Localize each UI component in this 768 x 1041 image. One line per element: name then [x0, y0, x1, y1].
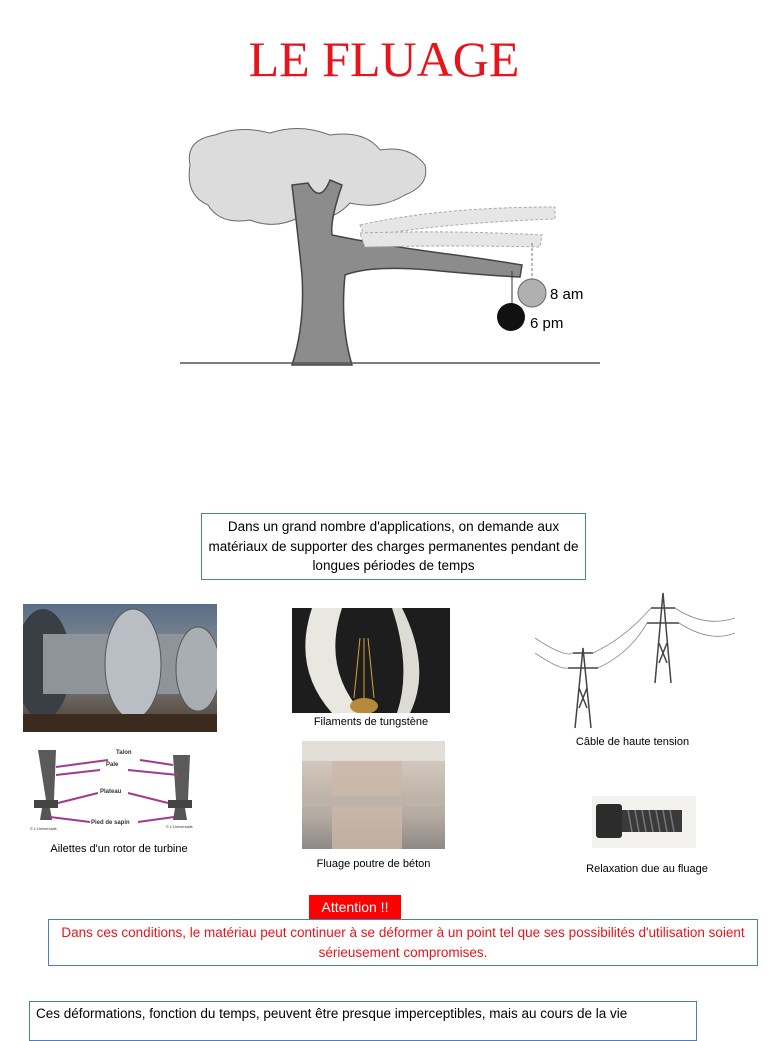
page-title: LE FLUAGE	[248, 31, 520, 87]
weight-6pm	[497, 303, 525, 331]
warning-box: Dans ces conditions, le matériau peut co…	[48, 919, 758, 966]
tree-trunk	[290, 179, 523, 366]
label-plateau: Plateau	[100, 789, 122, 795]
copyright-right: © L'Universalis	[166, 824, 193, 829]
bulb-caption: Filaments de tungstène	[313, 716, 429, 728]
label-talon: Talon	[116, 750, 132, 756]
concrete-beam-photo	[302, 741, 445, 849]
label-8am: 8 am	[550, 286, 583, 303]
tree-creep-illustration: 8 am 6 pm	[180, 128, 600, 366]
label-pale: Pale	[106, 762, 119, 768]
label-pied-de-sapin: Pied de sapin	[91, 820, 130, 826]
bolt-caption: Relaxation due au fluage	[586, 863, 708, 875]
blades-caption: Ailettes d'un rotor de turbine	[50, 843, 188, 855]
final-text-box: Ces déformations, fonction du temps, peu…	[29, 1001, 697, 1041]
power-line-illustration	[535, 592, 735, 729]
beam-caption: Fluage poutre de béton	[316, 858, 431, 870]
tree-foliage	[188, 128, 427, 225]
branch-ghost-1	[359, 206, 556, 238]
light-bulb-photo	[292, 608, 450, 713]
label-6pm: 6 pm	[530, 315, 563, 332]
attention-label: Attention !!	[309, 895, 401, 919]
copyright-left: © L'Universalis	[30, 826, 57, 831]
intro-box: Dans un grand nombre d'applications, on …	[201, 513, 586, 580]
turbine-blade-diagram: Talon Pale Plateau Pied de sapin © L'Uni…	[30, 750, 193, 831]
branch-ghost-2	[359, 231, 543, 248]
turbine-rotor-photo	[23, 604, 217, 732]
weight-8am	[517, 278, 547, 308]
bolt-photo	[592, 796, 696, 848]
cable-caption: Câble de haute tension	[575, 736, 690, 748]
